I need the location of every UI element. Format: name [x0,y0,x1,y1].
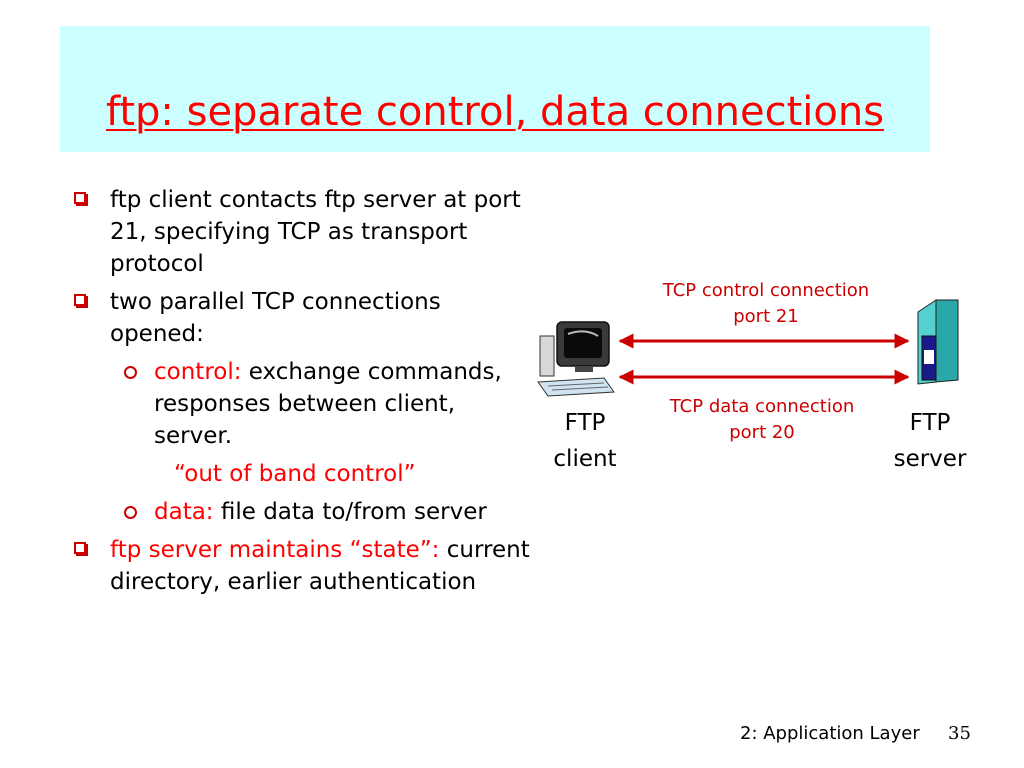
subbullet-data: data: file data to/from server [72,496,532,528]
data-connection-label: TCP data connection [669,396,855,417]
control-port-label: port 21 [733,306,799,327]
square-bullet-icon [74,542,86,554]
slide-title: ftp: separate control, data connections [105,89,885,135]
circle-bullet-icon [124,366,137,379]
out-of-band-quote: “out of band control” [174,461,416,487]
data-port-label: port 20 [729,422,795,443]
server-label-line1: FTP [910,410,951,436]
bullet-highlight: data: [154,499,214,525]
square-bullet-icon [74,192,86,204]
client-label-line2: client [553,446,616,472]
computer-icon [537,321,615,397]
subbullet-control: control: exchange commands, responses be… [72,356,532,452]
footer-section: 2: Application Layer [740,723,920,744]
page-number: 35 [948,723,971,744]
bullet-client-contacts: ftp client contacts ftp server at port 2… [72,184,532,280]
client-label-line1: FTP [565,410,606,436]
bullet-highlight: ftp server maintains “state”: [110,537,440,563]
title-banner: ftp: separate control, data connections [60,26,930,152]
control-connection-label: TCP control connection [662,280,869,301]
bullet-list: ftp client contacts ftp server at port 2… [72,184,532,604]
bullet-text: exchange commands, responses between cli… [154,359,502,449]
circle-bullet-icon [124,506,137,519]
server-label-line2: server [894,446,967,472]
bullet-text: current directory, earlier authenticatio… [110,537,530,595]
bullet-text: file data to/from server [213,499,487,525]
server-icon [917,299,959,385]
bullet-text: two parallel TCP connections opened: [110,289,441,347]
bullet-parallel-connections: two parallel TCP connections opened: [72,286,532,350]
bullet-text: ftp client contacts ftp server at port 2… [110,187,521,277]
bullet-highlight: control: [154,359,242,385]
square-bullet-icon [74,294,86,306]
bullet-server-state: ftp server maintains “state”: current di… [72,534,532,598]
